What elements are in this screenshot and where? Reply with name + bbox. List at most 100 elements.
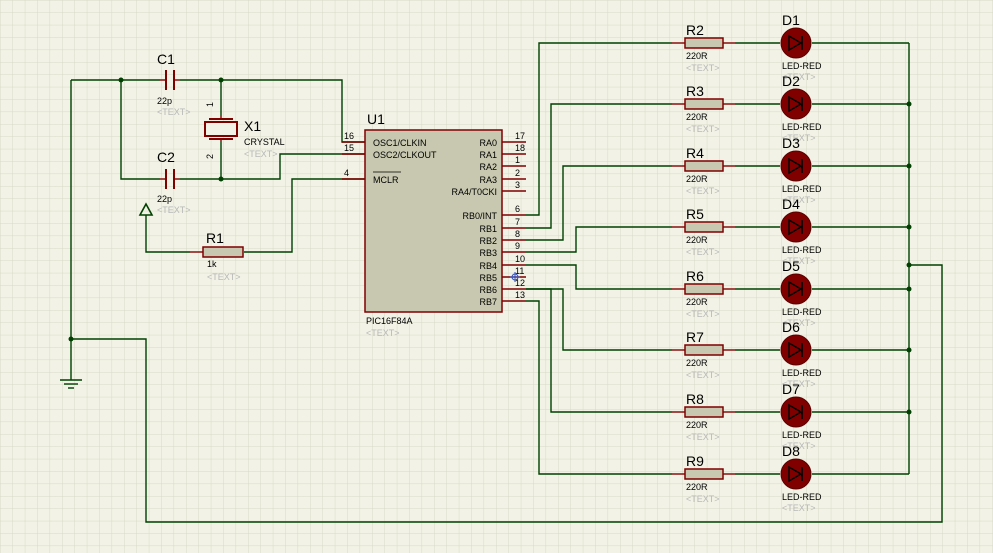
c2-value: 22p — [157, 194, 172, 204]
diode-icon — [788, 341, 803, 359]
led-value: LED-RED — [782, 368, 822, 378]
chip-pin-label: RA1 — [479, 150, 497, 160]
resistor-body[interactable] — [684, 221, 724, 233]
x1-pin2-number: 2 — [205, 154, 215, 159]
led-text-placeholder: <TEXT> — [782, 441, 816, 451]
resistor-ref: R7 — [686, 329, 704, 345]
resistor-ref: R8 — [686, 391, 704, 407]
resistor-value: 220R — [686, 482, 708, 492]
led-body[interactable] — [780, 27, 812, 59]
resistor-body[interactable] — [684, 160, 724, 172]
led-ref: D5 — [782, 258, 800, 274]
chip-pin-label: OSC2/CLKOUT — [373, 150, 437, 160]
resistor-body[interactable] — [684, 344, 724, 356]
chip-pin-number: 13 — [515, 290, 525, 300]
chip-pin-label: MCLR — [373, 175, 399, 185]
led-row-wire — [526, 264, 672, 290]
chip-pin-label: RB0/INT — [462, 211, 497, 221]
led-text-placeholder: <TEXT> — [782, 133, 816, 143]
led-text-placeholder: <TEXT> — [782, 72, 816, 82]
resistor-r1[interactable] — [190, 246, 244, 258]
chip-pin-number: 9 — [515, 241, 520, 251]
capacitor-c1[interactable] — [160, 70, 180, 90]
c1-ref: C1 — [157, 51, 175, 67]
led-body[interactable] — [780, 458, 812, 490]
resistor-value: 220R — [686, 420, 708, 430]
microcontroller-u1[interactable] — [364, 129, 503, 313]
chip-pin-label: RB2 — [479, 236, 497, 246]
chip-pin-label: RB4 — [479, 261, 497, 271]
chip-pin-label: RA0 — [479, 138, 497, 148]
led-body[interactable] — [780, 334, 812, 366]
chip-pin-number: 4 — [344, 168, 349, 178]
led-wires — [526, 42, 909, 475]
diode-icon — [788, 280, 803, 298]
power-terminal-icon[interactable] — [138, 202, 154, 216]
ground-icon[interactable] — [60, 379, 82, 389]
chip-pin-label: RB6 — [479, 285, 497, 295]
led-text-placeholder: <TEXT> — [782, 195, 816, 205]
led-body[interactable] — [780, 273, 812, 305]
led-row-wire — [526, 165, 672, 241]
c2-text-placeholder: <TEXT> — [157, 205, 191, 215]
chip-pin-label: RA4/T0CKI — [451, 187, 497, 197]
resistor-ref: R3 — [686, 83, 704, 99]
resistor-ref: R4 — [686, 145, 704, 161]
c1-text-placeholder: <TEXT> — [157, 107, 191, 117]
led-body[interactable] — [780, 88, 812, 120]
resistor-body[interactable] — [684, 283, 724, 295]
chip-pin-number: 6 — [515, 204, 520, 214]
resistor-body[interactable] — [684, 37, 724, 49]
led-text-placeholder: <TEXT> — [782, 379, 816, 389]
chip-pin-label: RA2 — [479, 162, 497, 172]
led-value: LED-RED — [782, 245, 822, 255]
led-value: LED-RED — [782, 492, 822, 502]
led-ref: D3 — [782, 135, 800, 151]
pin-cursor-marker — [510, 272, 520, 282]
led-body[interactable] — [780, 396, 812, 428]
led-ref: D4 — [782, 196, 800, 212]
r1-ref: R1 — [206, 230, 224, 246]
chip-pin-label: RB1 — [479, 224, 497, 234]
resistor-body[interactable] — [684, 98, 724, 110]
chip-pin-label: OSC1/CLKIN — [373, 138, 427, 148]
resistor-value: 220R — [686, 112, 708, 122]
resistor-value: 220R — [686, 51, 708, 61]
u1-text-placeholder: <TEXT> — [366, 328, 400, 338]
diode-icon — [788, 34, 803, 52]
chip-pin-number: 2 — [515, 168, 520, 178]
led-ref: D2 — [782, 73, 800, 89]
led-row-wire — [526, 103, 672, 229]
capacitor-c2[interactable] — [160, 169, 180, 189]
led-ref: D6 — [782, 319, 800, 335]
resistor-text-placeholder: <TEXT> — [686, 370, 720, 380]
diode-icon — [788, 95, 803, 113]
chip-pin-label: RA3 — [479, 175, 497, 185]
resistor-value: 220R — [686, 297, 708, 307]
resistor-text-placeholder: <TEXT> — [686, 63, 720, 73]
diode-icon — [788, 218, 803, 236]
resistor-ref: R5 — [686, 206, 704, 222]
resistor-value: 220R — [686, 174, 708, 184]
crystal-x1[interactable] — [204, 115, 238, 142]
chip-pin-label: RB7 — [479, 297, 497, 307]
x1-value: CRYSTAL — [244, 137, 285, 147]
resistor-body[interactable] — [684, 468, 724, 480]
chip-pin-number: 16 — [344, 131, 354, 141]
led-value: LED-RED — [782, 61, 822, 71]
chip-pin-number: 1 — [515, 155, 520, 165]
led-value: LED-RED — [782, 430, 822, 440]
x1-ref: X1 — [244, 118, 261, 134]
resistor-body[interactable] — [684, 406, 724, 418]
chip-pin-number: 7 — [515, 217, 520, 227]
resistor-text-placeholder: <TEXT> — [686, 186, 720, 196]
led-body[interactable] — [780, 211, 812, 243]
led-body[interactable] — [780, 150, 812, 182]
chip-pin-number: 12 — [515, 278, 525, 288]
chip-pin-number: 15 — [344, 143, 354, 153]
led-row-wire — [526, 226, 672, 253]
chip-pin-number: 8 — [515, 229, 520, 239]
